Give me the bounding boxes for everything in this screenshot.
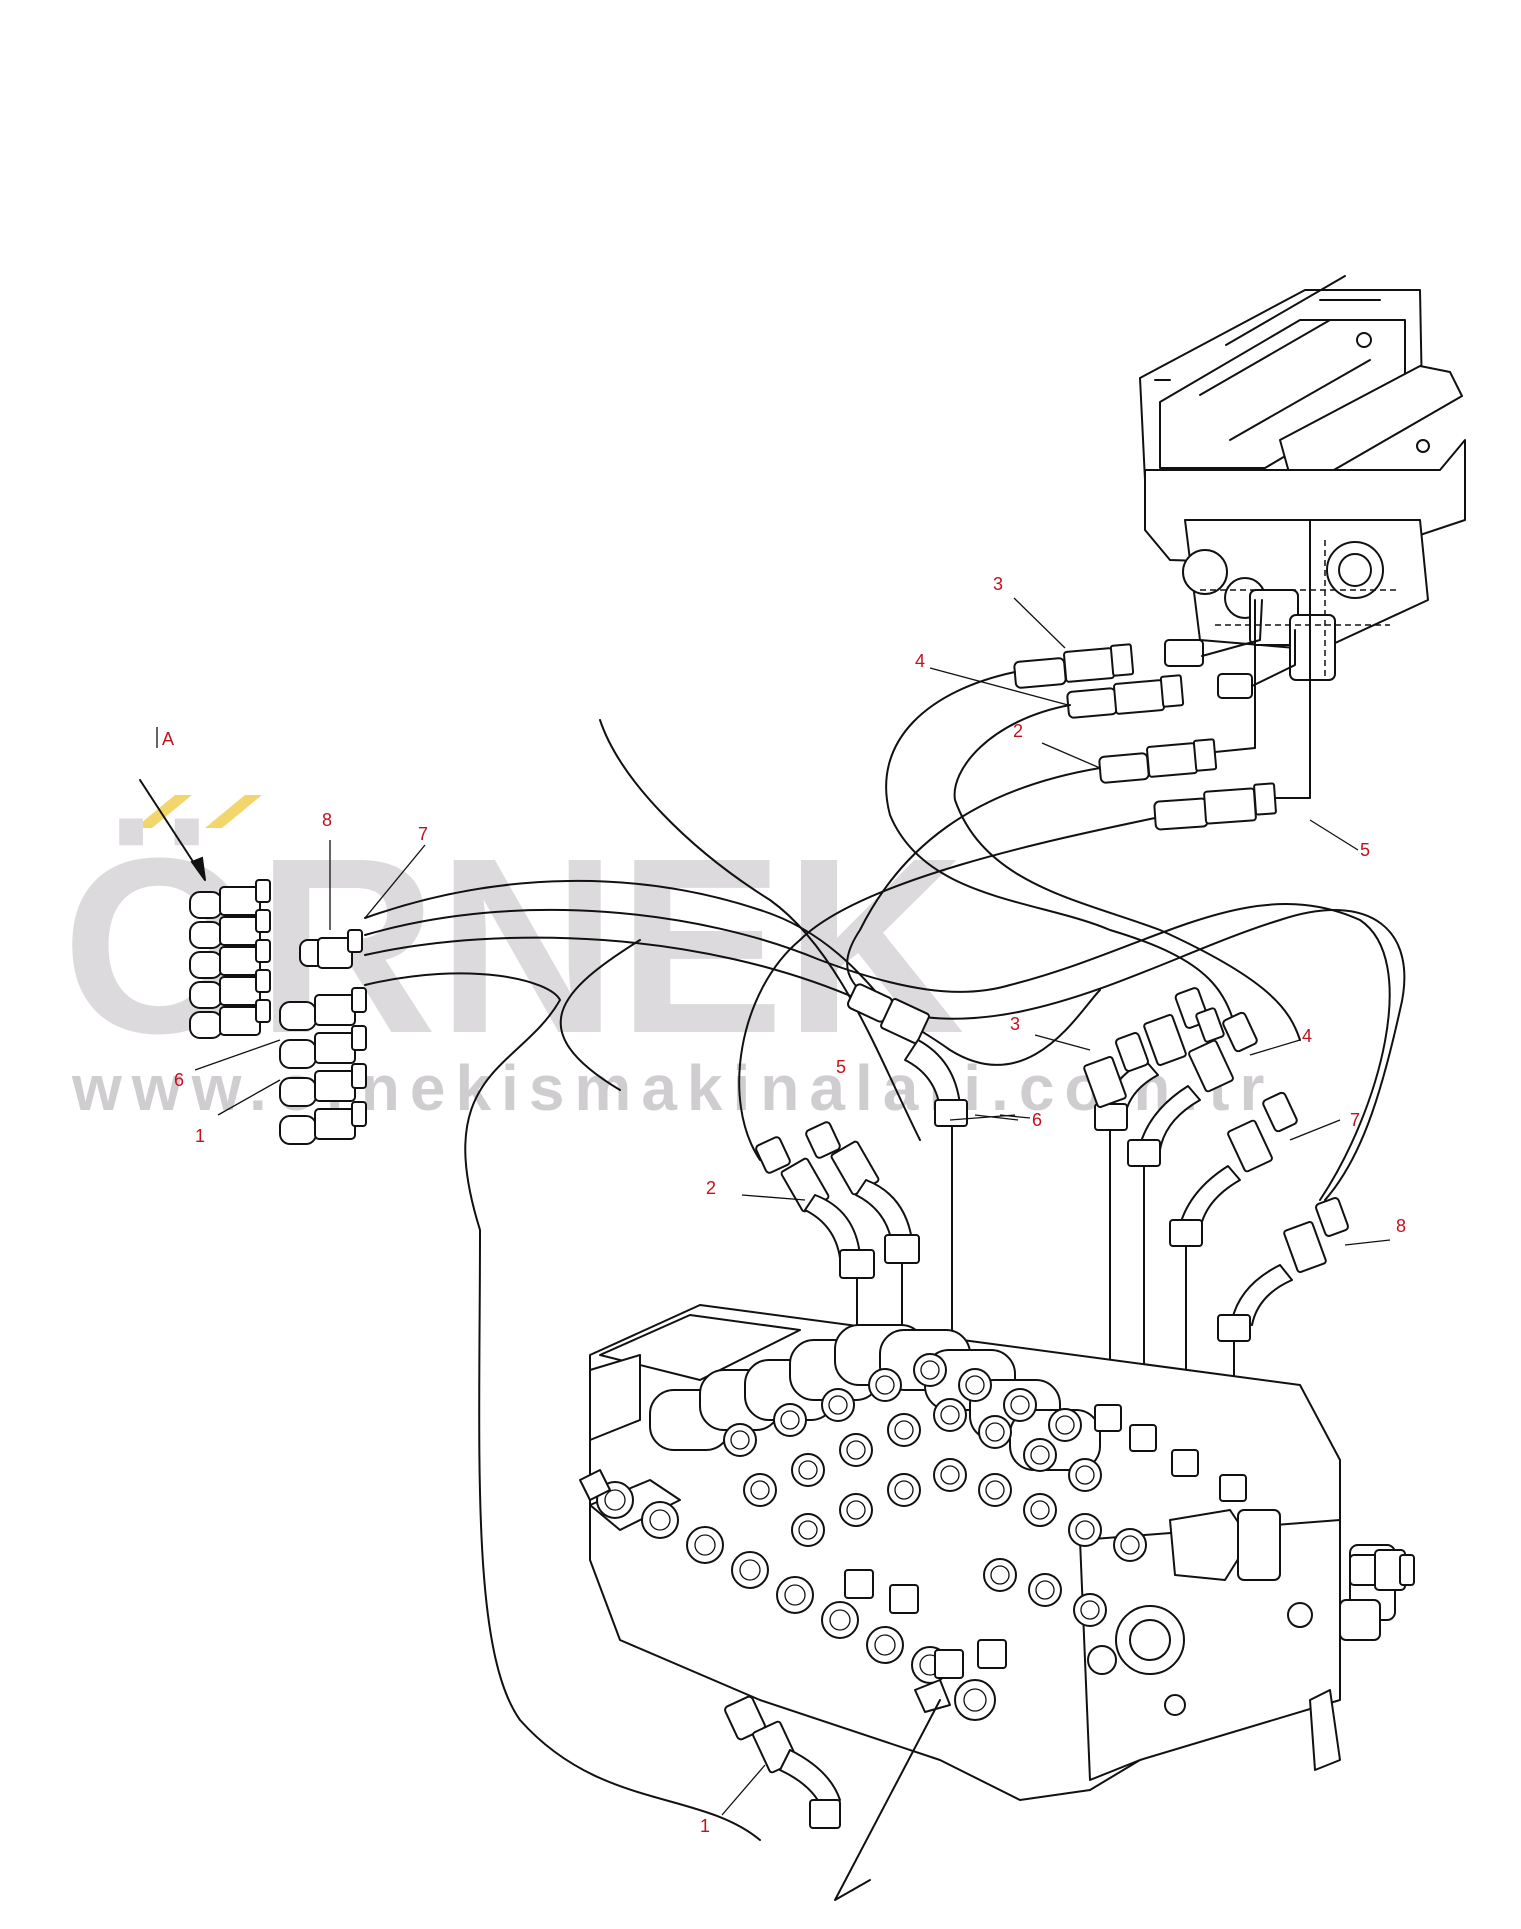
watermark-url: www.ornekismakinalari.com.tr [71, 1052, 1274, 1124]
callout-pilot-3: 3 [993, 574, 1003, 594]
callout-left-8: 8 [322, 810, 332, 830]
valve-pilot-ports [844, 1404, 1247, 1679]
watermark-accent-left [135, 795, 192, 828]
pilot-port-fittings [1013, 519, 1311, 831]
callout-mid-7: 7 [1350, 1110, 1360, 1130]
callout-mid-6: 6 [1032, 1110, 1042, 1130]
callout-labels: 3 4 2 5 A 8 7 6 1 3 4 5 6 7 2 8 1 [156, 574, 1406, 1836]
callout-pilot-5: 5 [1360, 840, 1370, 860]
callout-left-6: 6 [174, 1070, 184, 1090]
hose-lines [364, 671, 1406, 1841]
view-a-label: A [162, 729, 174, 749]
valve-front-ports [579, 1469, 996, 1721]
callout-pilot-2: 2 [1013, 721, 1023, 741]
callout-mid-8: 8 [1396, 1216, 1406, 1236]
valve-end-fitting [1349, 1549, 1415, 1591]
callout-left-7: 7 [418, 824, 428, 844]
view-a-detail [139, 779, 271, 1039]
bottom-hose-fitting [724, 1695, 941, 1901]
callout-mid-3: 3 [1010, 1014, 1020, 1034]
pilot-control-valve [1139, 275, 1466, 681]
callout-mid-4: 4 [1302, 1026, 1312, 1046]
callout-mid-5: 5 [836, 1057, 846, 1077]
main-control-valve [579, 1304, 1415, 1801]
callout-mid-2: 2 [706, 1178, 716, 1198]
valve-spool-sections [649, 1324, 1147, 1627]
callout-bottom-1: 1 [700, 1816, 710, 1836]
view-a-fitting-stack [189, 879, 271, 1039]
callout-pilot-4: 4 [915, 651, 925, 671]
watermark-accent-right [205, 795, 262, 828]
left-connector-stack [279, 929, 367, 1145]
leader-lines [194, 597, 1391, 1816]
callout-left-1: 1 [195, 1126, 205, 1146]
